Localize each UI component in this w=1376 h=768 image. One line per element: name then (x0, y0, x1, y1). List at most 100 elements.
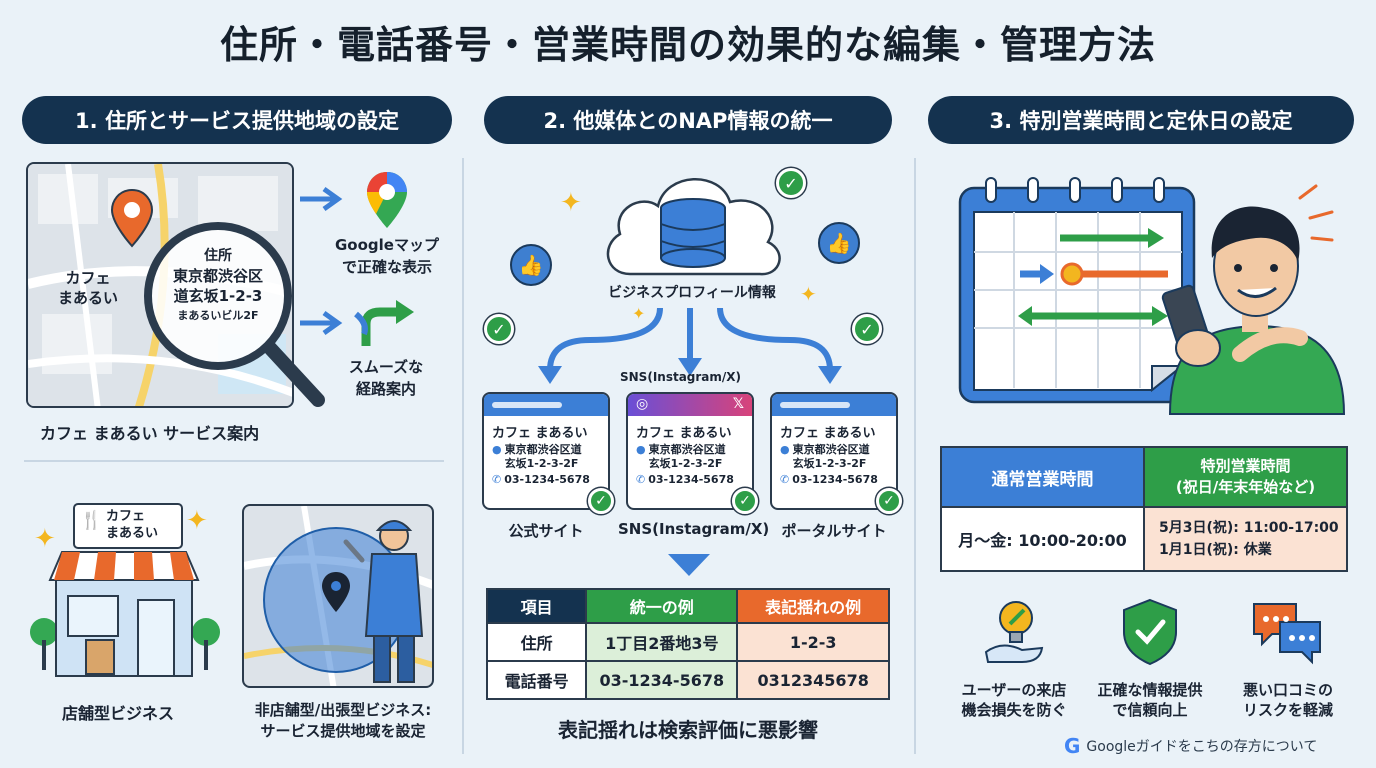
phone-icon: ✆ (492, 473, 502, 486)
sparkle-icon: ✦ (632, 304, 646, 323)
magnifier-line-3: 道玄坂1-2-3 (173, 287, 263, 305)
pin-icon: ● (492, 443, 502, 456)
pin-icon: ● (636, 443, 646, 456)
google-g-icon: G (1064, 734, 1081, 758)
browser-bar (484, 394, 608, 416)
arrow-right-icon (300, 186, 343, 212)
fork-knife-icon: 🍴 (80, 510, 103, 531)
site-phone: ✆03-1234-5678 (484, 473, 608, 487)
check-circle-icon: ✓ (852, 314, 882, 344)
calendar-icon (958, 177, 1196, 404)
regular-hours-value: 月～金: 10:00-20:00 (940, 506, 1145, 572)
check-circle-icon: ✓ (776, 168, 806, 198)
benefit-1-text: ユーザーの来店 機会損失を防ぐ (961, 681, 1067, 719)
arrow-right-icon (300, 310, 343, 336)
official-site-caption: 公式サイト (508, 522, 584, 540)
check-circle-icon: ✓ (732, 488, 758, 514)
arrow-down-icon (668, 554, 710, 576)
google-maps-label: Googleマップ で正確な表示 (335, 236, 439, 276)
store-sign-text: カフェ まあるい (106, 509, 159, 541)
column-divider-1 (462, 158, 464, 754)
cloud-database-icon (606, 178, 781, 276)
table-row: 電話番号 03-1234-5678 0312345678 (485, 660, 890, 700)
map-place-label: カフェ まあるい (58, 269, 119, 307)
business-hours-table: 通常営業時間 特別営業時間 (祝日/年末年始など) 月～金: 10:00-20:… (940, 446, 1349, 572)
sns-top-label: SNS(Instagram/X) (620, 370, 742, 384)
distribution-arrows (538, 307, 842, 384)
google-footnote-text: Googleガイドをこちの存方について (1086, 739, 1318, 755)
site-phone-text: 03-1234-5678 (792, 473, 878, 486)
service-area-caption: 非店舗型/出張型ビジネス: サービス提供地域を設定 (254, 701, 432, 740)
magnifier-address: 住所 東京都渋谷区 道玄坂1-2-3 まあるいビル2F (152, 246, 284, 326)
google-maps-icon (367, 172, 407, 228)
location-pin-icon (110, 188, 154, 248)
portal-site-caption: ポータルサイト (781, 522, 887, 540)
table-cell: 0312345678 (736, 660, 890, 700)
sns-site-card: ◎ 𝕏 カフェ まあるい ●東京都渋谷区道 玄坂1-2-3-2F ✆03-123… (626, 392, 754, 510)
sparkle-icon: ✦ (800, 282, 817, 306)
portal-site-card: カフェ まあるい ●東京都渋谷区道 玄坂1-2-3-2F ✆03-1234-56… (770, 392, 898, 510)
browser-bar (772, 394, 896, 416)
table-cell: 電話番号 (485, 660, 588, 700)
table-row: 住所 1丁目2番地3号 1-2-3 (485, 622, 890, 662)
table-cell: 1-2-3 (736, 622, 890, 662)
sns-caption: SNS(Instagram/X) (618, 520, 770, 538)
check-circle-icon: ✓ (484, 314, 514, 344)
site-address: ●東京都渋谷区道 玄坂1-2-3-2F (628, 443, 752, 471)
column-divider-2 (914, 158, 916, 754)
benefit-2-text: 正確な情報提供 で信頼向上 (1097, 681, 1203, 719)
check-circle-icon: ✓ (588, 488, 614, 514)
store-illustration (30, 503, 220, 677)
site-address: ●東京都渋谷区道 玄坂1-2-3-2F (772, 443, 896, 471)
table-header: 項目 (485, 588, 588, 624)
chat-bubbles-icon (1253, 603, 1321, 665)
service-area-card (242, 504, 434, 688)
table-cell: 1丁目2番地3号 (585, 622, 739, 662)
site-address: ●東京都渋谷区道 玄坂1-2-3-2F (484, 443, 608, 471)
route-arrow-icon (354, 300, 414, 346)
section-1-divider (24, 460, 444, 462)
regular-hours-header: 通常営業時間 (940, 446, 1145, 508)
route-label: スムーズな 経路案内 (348, 358, 424, 398)
page-title: 住所・電話番号・営業時間の効果的な編集・管理方法 (219, 23, 1156, 67)
table-header: 表記揺れの例 (736, 588, 890, 624)
magnifier-icon (144, 222, 325, 407)
store-caption: 店舗型ビジネス (62, 704, 175, 723)
table-header: 統一の例 (585, 588, 739, 624)
sparkle-icon: ✦ (186, 506, 208, 536)
google-footnote[interactable]: G Googleガイドをこちの存方について (1064, 734, 1317, 758)
site-address-text: 東京都渋谷区道 玄坂1-2-3-2F (792, 443, 870, 470)
site-phone-text: 03-1234-5678 (648, 473, 734, 486)
phone-icon: ✆ (636, 473, 646, 486)
official-site-card: カフェ まあるい ●東京都渋谷区道 玄坂1-2-3-2F ✆03-1234-56… (482, 392, 610, 510)
site-phone-text: 03-1234-5678 (504, 473, 590, 486)
site-address-text: 東京都渋谷区道 玄坂1-2-3-2F (504, 443, 582, 470)
lightbulb-hand-icon (984, 601, 1044, 663)
phone-icon: ✆ (780, 473, 790, 486)
site-phone: ✆03-1234-5678 (628, 473, 752, 487)
site-phone: ✆03-1234-5678 (772, 473, 896, 487)
thumbs-up-icon: 👍 (818, 222, 860, 264)
table-cell: 住所 (485, 622, 588, 662)
shield-check-icon (1123, 598, 1177, 666)
section-2-header: 2. 他媒体とのNAP情報の統一 (484, 96, 892, 144)
cloud-label: ビジネスプロフィール情報 (608, 285, 776, 301)
site-address-text: 東京都渋谷区道 玄坂1-2-3-2F (648, 443, 726, 470)
service-card-caption: カフェ まあるい サービス案内 (40, 424, 260, 443)
nap-comparison-table: 項目 統一の例 表記揺れの例 住所 1丁目2番地3号 1-2-3 電話番号 03… (485, 588, 890, 700)
x-icon: 𝕏 (732, 396, 744, 412)
table-cell: 03-1234-5678 (585, 660, 739, 700)
benefit-3-text: 悪い口コミの リスクを軽減 (1242, 681, 1333, 719)
site-business-name: カフェ まあるい (492, 426, 588, 441)
instagram-icon: ◎ (636, 396, 649, 412)
section-1-header: 1. 住所とサービス提供地域の設定 (22, 96, 452, 144)
sparkle-icon: ✦ (560, 188, 582, 218)
section-3-header: 3. 特別営業時間と定休日の設定 (928, 96, 1354, 144)
site-business-name: カフェ まあるい (780, 426, 876, 441)
site-business-name: カフェ まあるい (636, 426, 732, 441)
special-hours-header: 特別営業時間 (祝日/年末年始など) (1142, 446, 1349, 508)
nap-footer-text: 表記揺れは検索評価に悪影響 (558, 718, 818, 742)
special-hours-value: 5月3日(祝): 11:00-17:00 1月1日(祝): 休業 (1142, 506, 1349, 572)
thumbs-up-icon: 👍 (510, 244, 552, 286)
service-area-map (244, 506, 432, 686)
